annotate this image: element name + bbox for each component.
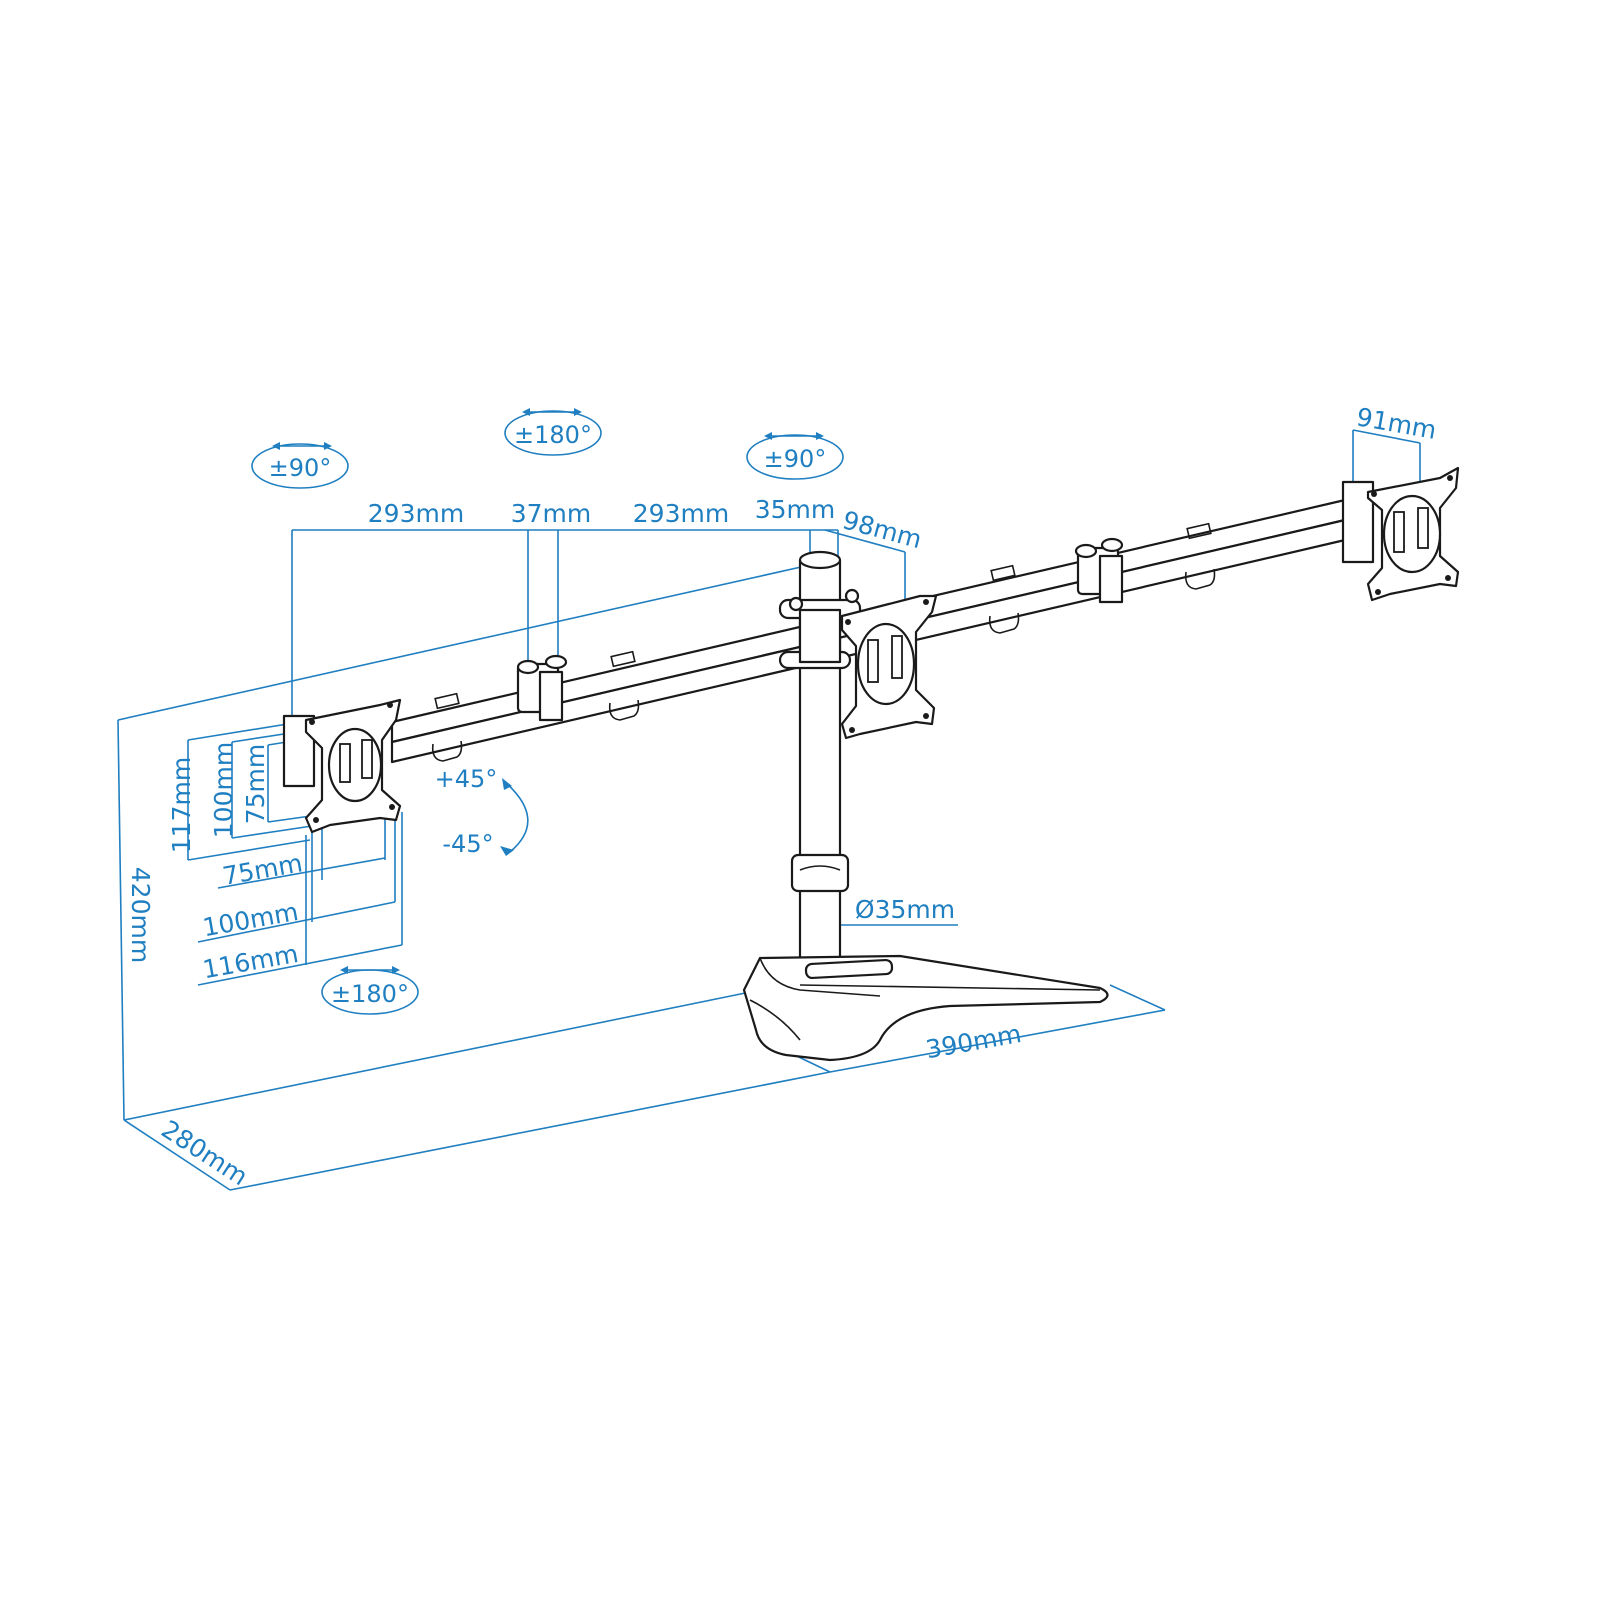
- arrow-right-icon: [816, 432, 824, 440]
- pole-cap: [798, 550, 842, 570]
- pole-diameter-label: Ø35mm: [855, 895, 955, 924]
- arm-joint-label: 37mm: [511, 499, 592, 528]
- vesa-plate-right: [1341, 466, 1460, 602]
- tilt-down-label: -45°: [442, 830, 493, 858]
- arm-left-length-label: 293mm: [368, 499, 464, 528]
- pole-cable-clip: [790, 853, 850, 893]
- base-depth-label: 280mm: [156, 1114, 253, 1191]
- arrow-left-icon: [272, 442, 280, 450]
- mid-arm-swivel-label: ±180°: [514, 421, 592, 449]
- head-offset-label: 98mm: [840, 505, 925, 554]
- arrow-down-icon: [500, 846, 514, 856]
- height-label: 420mm: [126, 867, 155, 963]
- tilt-up-label: +45°: [435, 765, 498, 793]
- dimension-lines: [117, 429, 1421, 1191]
- arrow-left-icon: [340, 966, 348, 974]
- vesa-plate-left: [282, 698, 402, 834]
- arrow-right-icon: [324, 442, 332, 450]
- vesa-h75-label: 75mm: [241, 744, 270, 825]
- vesa-h100-label: 100mm: [209, 742, 238, 838]
- vesa-w116-label: 116mm: [201, 939, 301, 984]
- left-arm-swivel-label: ±90°: [269, 454, 332, 482]
- arm-joint-right: [1074, 537, 1124, 604]
- arrow-left-icon: [764, 432, 772, 440]
- rotation-badge-ellipse: [504, 410, 602, 456]
- arm-joint-left: [516, 654, 568, 722]
- arrow-right-icon: [392, 966, 400, 974]
- pole-head-clamp: [778, 588, 862, 670]
- stand-base: [742, 954, 1109, 1062]
- arrow-left-icon: [522, 408, 530, 416]
- base-width-label: 390mm: [924, 1019, 1024, 1064]
- vesa-w75-label: 75mm: [220, 848, 304, 891]
- monitor-stand: [282, 466, 1460, 1062]
- arrow-up-icon: [502, 778, 512, 790]
- rotation-badges: ±90° ±180° ±90° ±180°: [251, 408, 844, 1015]
- vesa-plate-center: [840, 594, 938, 740]
- vesa-h117-label: 117mm: [167, 757, 196, 853]
- cable-clips: [431, 522, 1216, 762]
- arm-right-length-label: 293mm: [633, 499, 729, 528]
- rotation-badge-ellipse: [251, 443, 349, 489]
- center-swivel-label: ±90°: [764, 445, 827, 473]
- rotation-left-label: ±180°: [331, 980, 409, 1008]
- arrow-right-icon: [574, 408, 582, 416]
- pole-offset-label: 35mm: [755, 495, 836, 524]
- vesa-w100-label: 100mm: [201, 897, 301, 942]
- rotation-badge-ellipse: [746, 434, 844, 480]
